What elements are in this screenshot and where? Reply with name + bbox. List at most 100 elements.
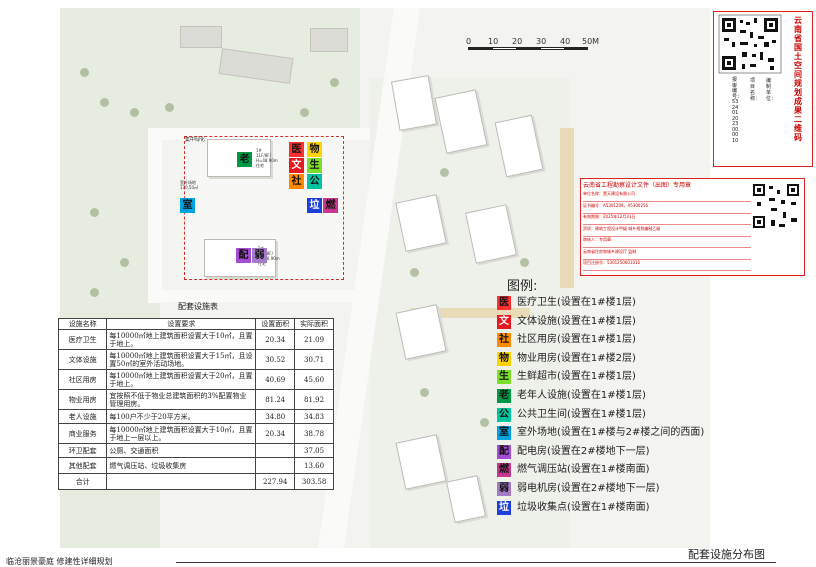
facility-table-body: 医疗卫生每10000㎡地上建筑面积设置大于10㎡，且置于地上。 20.34 21.0…	[57, 329, 334, 490]
legend-swatch: 弱	[497, 482, 511, 496]
table-cell: 34.80	[255, 409, 296, 424]
table-cell: 商业服务	[57, 423, 108, 444]
table-cell: 40.69	[255, 369, 296, 390]
legend-swatch: 公	[497, 407, 511, 422]
legend-swatch: 老	[497, 389, 511, 403]
table-cell: 34.83	[294, 409, 334, 424]
table-cell: 每10000㎡地上建筑面积设置大于20㎡，且置于地上。	[106, 369, 257, 390]
table-cell: 45.60	[294, 369, 334, 390]
table-row: 文体设施每10000㎡地上建筑面积设置大于15㎡，且设置50㎡的室外活动场地。3…	[57, 349, 334, 370]
table-cell: 21.09	[294, 329, 334, 350]
qr-panel-number: 报审编号：5324012023000010	[732, 77, 743, 144]
legend-swatch: 配	[497, 444, 511, 459]
legend-label: 室外场地(设置在1#楼与2#楼之间的西面)	[517, 427, 705, 439]
legend-label: 文体设施(设置在1#楼1层)	[517, 315, 636, 327]
table-cell: 医疗卫生	[57, 329, 108, 350]
approval-line: 证书编号：A5301209，A5300256	[583, 203, 751, 214]
context-building	[180, 26, 222, 48]
table-cell: 227.94	[255, 473, 296, 490]
qr-code-panel: 云南省国土空间规划成果二维码 编制单位： 项目名称： 报审编号：53240120…	[713, 11, 813, 167]
table-cell: 合计	[57, 473, 108, 490]
south-path	[410, 308, 530, 318]
facility-marker: 室	[180, 198, 195, 213]
legend-label: 配电房(设置在2#楼地下一层)	[517, 445, 650, 457]
facility-table-title: 配套设施表	[178, 302, 218, 311]
facility-table: 设施名称 设置要求 设置面积 实际面积 医疗卫生每10000㎡地上建筑面积设置大…	[57, 318, 334, 490]
table-cell: 公厕、交通面积	[106, 443, 257, 458]
scale-tick: 30	[536, 37, 547, 46]
table-cell: 老人设施	[57, 409, 108, 424]
approval-line: 审核人：专用章	[583, 237, 751, 248]
legend-label: 医疗卫生(设置在1#楼1层)	[517, 297, 636, 308]
context-building	[310, 28, 348, 52]
facility-marker: 生	[307, 158, 322, 173]
legend-swatch: 医	[497, 296, 511, 310]
facility-marker: 医	[289, 142, 304, 157]
scale-tick: 50M	[582, 37, 600, 46]
design-approval-stamp: 云南省工程勘察设计文件（出图）专用章 单位名称：楚天建设有限公司证书编号：A53…	[580, 178, 805, 276]
project-name: 临沧丽景豪庭 修建性详细规划	[6, 557, 113, 566]
qr-code-icon	[718, 12, 812, 166]
legend-label: 社区用房(设置在1#楼1层)	[517, 334, 636, 346]
approval-qr-icon	[751, 182, 801, 230]
approval-line: 单位名称：楚天建设有限公司	[583, 191, 751, 202]
facility-marker: 公	[307, 174, 322, 189]
table-cell: 环卫配套	[57, 443, 108, 458]
legend-label: 老年人设施(设置在1#楼1层)	[517, 390, 646, 401]
table-cell: 30.52	[255, 349, 296, 370]
table-cell: 每10000㎡地上建筑面积设置大于10㎡，且置于地上。	[106, 329, 257, 350]
table-header-row: 设施名称 设置要求 设置面积 实际面积	[57, 318, 334, 330]
table-header: 设施名称	[57, 318, 108, 330]
table-cell: 宜按照不低于物业总建筑面积的3%配置物业管理用房。	[106, 389, 257, 410]
table-cell: 81.24	[255, 389, 296, 410]
drawing-title: 配套设施分布图	[688, 548, 765, 561]
table-cell: 其他配套	[57, 457, 108, 474]
table-cell	[255, 443, 296, 458]
table-cell: 物业用房	[57, 389, 108, 410]
facility-marker: 文	[289, 158, 304, 173]
table-cell: 每10000㎡地上建筑面积设置大于10㎡，且置于地上一层以上。	[106, 423, 257, 444]
legend-label: 垃圾收集点(设置在1#楼南面)	[517, 501, 650, 513]
qr-panel-unit: 编制单位：	[766, 78, 777, 102]
table-cell: 每100户不少于20平方米。	[106, 409, 257, 424]
legend-label: 燃气调压站(设置在1#楼南面)	[517, 464, 650, 476]
legend-title: 图例:	[507, 279, 538, 294]
legend-label: 物业用房(设置在1#楼2层)	[517, 352, 636, 364]
table-cell: 303.58	[294, 473, 334, 490]
qr-panel-project: 项目名称：	[750, 78, 761, 102]
table-cell	[255, 457, 296, 474]
west-road	[148, 128, 162, 303]
table-cell: 社区用房	[57, 369, 108, 390]
legend-swatch: 室	[497, 426, 511, 441]
table-row: 商业服务每10000㎡地上建筑面积设置大于10㎡，且置于地上一层以上。20.34…	[57, 423, 334, 444]
facility-marker: 垃	[307, 198, 322, 213]
approval-line: 有效期限：2025年12月31日	[583, 214, 751, 225]
table-cell: 燃气调压站、垃圾收集房	[106, 457, 257, 474]
table-cell: 81.92	[294, 389, 334, 410]
legend-label: 公共卫生间(设置在1#楼1层)	[517, 408, 646, 420]
scale-tick: 10	[488, 37, 499, 46]
facility-marker: 物	[307, 142, 322, 157]
building-1-label: 1# 11F/8F/ H=48.90m 住宅	[256, 148, 278, 168]
approval-line: 资质：建筑工程设计甲级 城乡规划编制乙级	[583, 226, 751, 237]
legend-swatch: 社	[497, 333, 511, 348]
legend-swatch: 文	[497, 314, 511, 329]
table-cell: 每10000㎡地上建筑面积设置大于15㎡，且设置50㎡的室外活动场地。	[106, 349, 257, 370]
site-label-green: 集中绿化	[185, 137, 206, 143]
legend-swatch: 燃	[497, 463, 511, 478]
table-header: 实际面积	[294, 318, 334, 330]
north-road	[160, 128, 370, 140]
table-cell: 30.71	[294, 349, 334, 370]
scale-tick: 40	[560, 37, 571, 46]
table-cell: 38.78	[294, 423, 334, 444]
facility-marker: 弱	[252, 248, 267, 263]
table-cell: 20.34	[255, 423, 296, 444]
qr-panel-title: 云南省国土空间规划成果二维码	[794, 16, 802, 142]
table-cell: 文体设施	[57, 349, 108, 370]
scale-tick: 20	[512, 37, 523, 46]
